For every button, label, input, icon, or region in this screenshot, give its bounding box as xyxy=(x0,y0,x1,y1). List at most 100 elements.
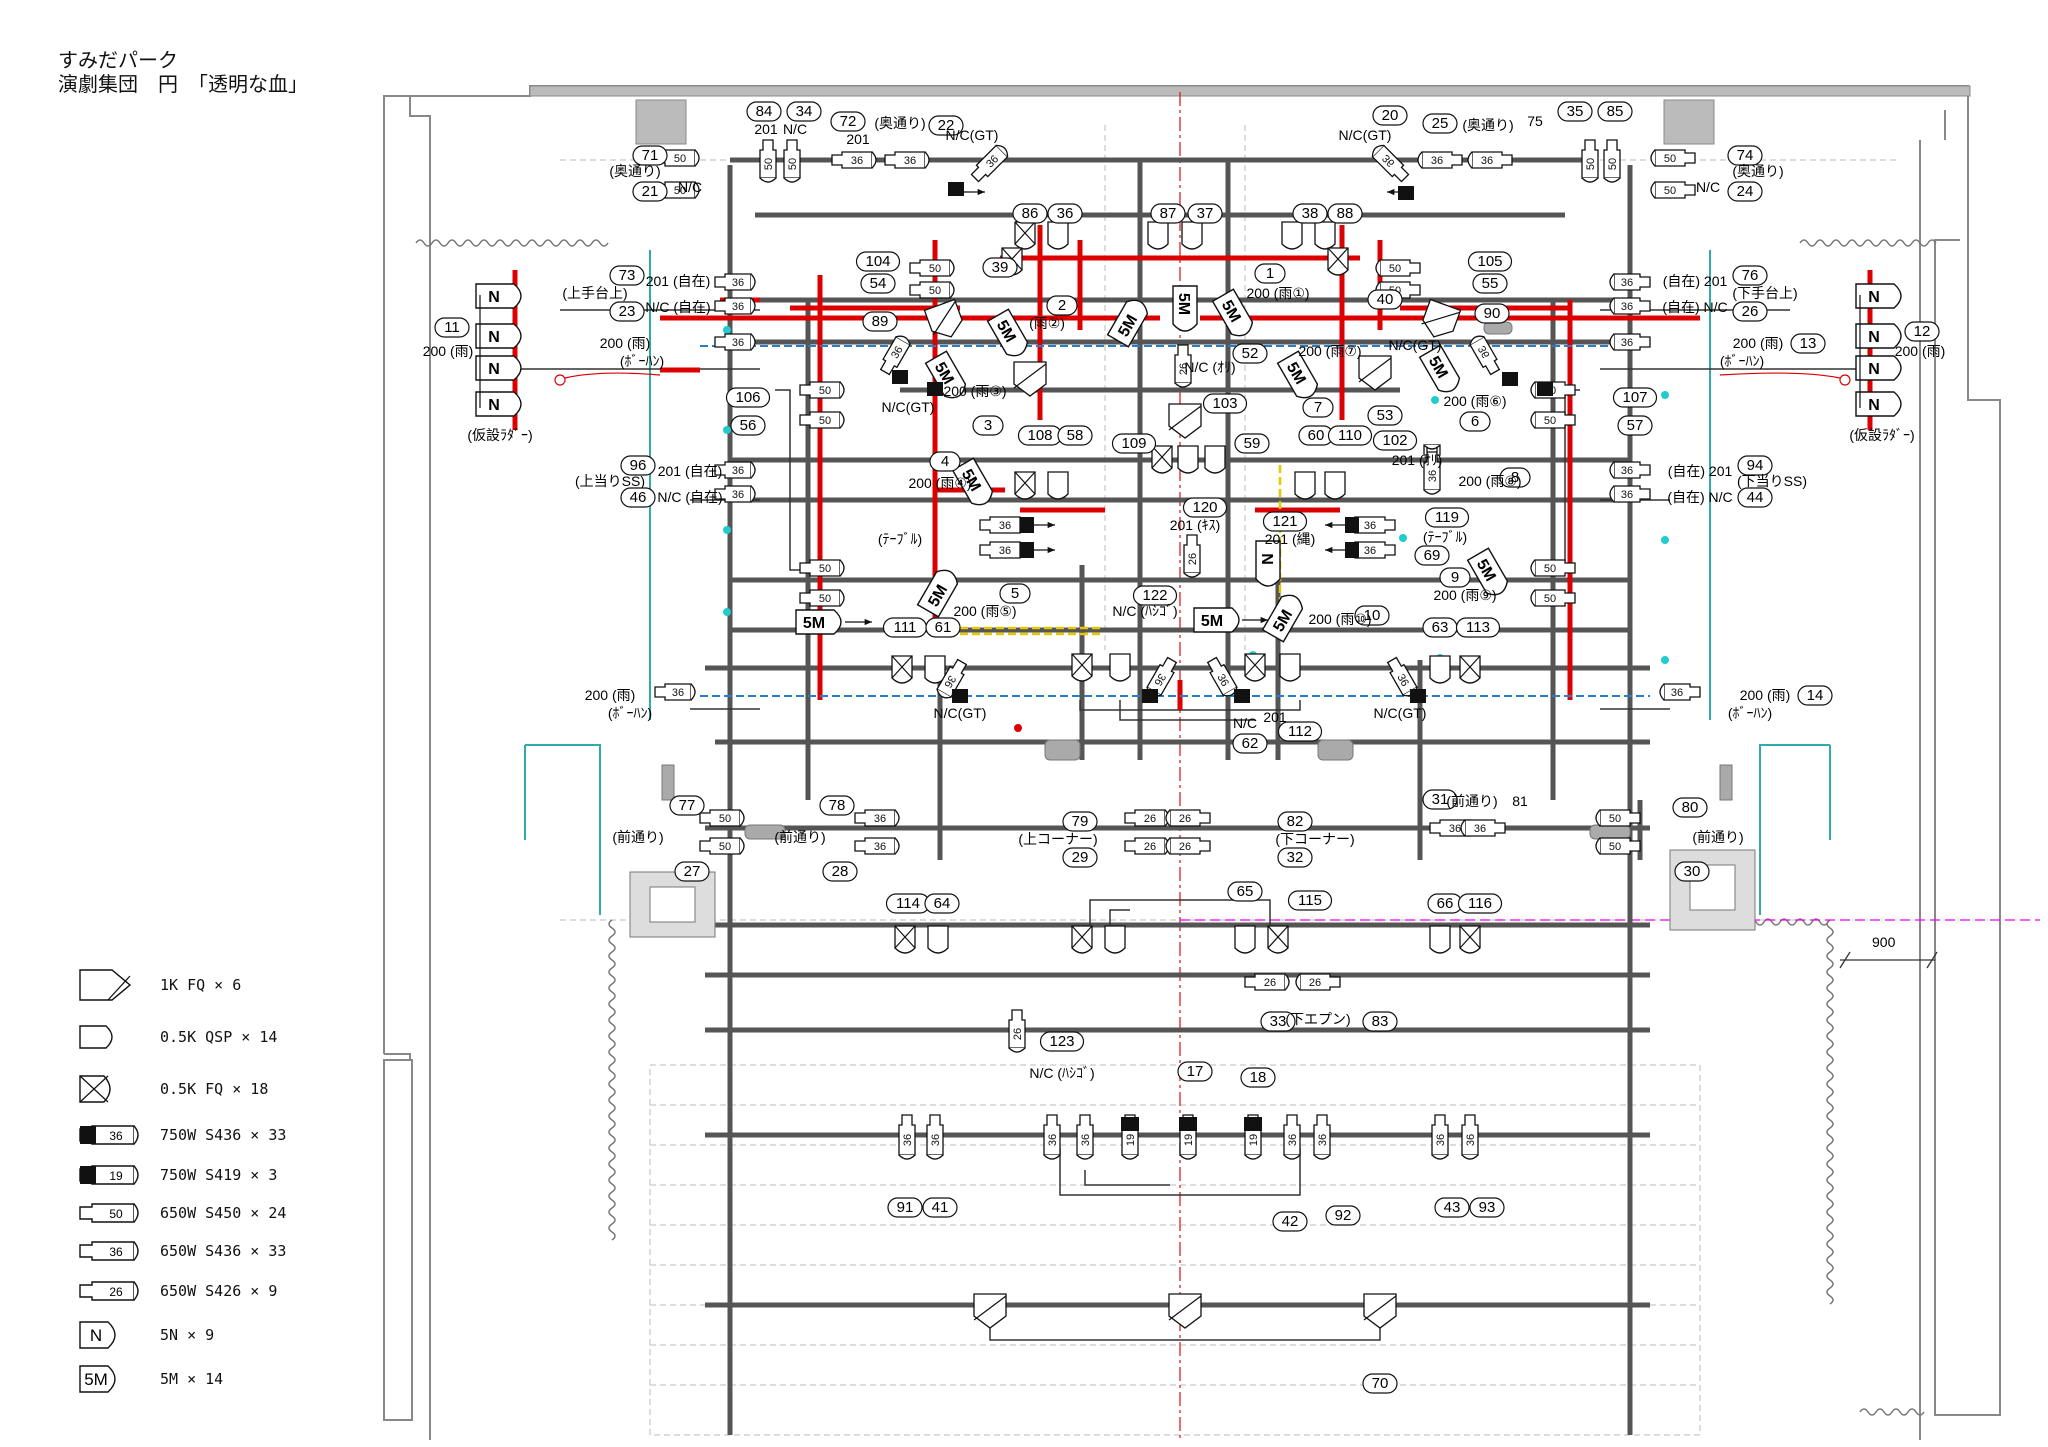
svg-text:50: 50 xyxy=(1607,158,1619,170)
circuit-label: (奥通り) xyxy=(1462,117,1513,133)
svg-text:36: 36 xyxy=(930,1134,942,1146)
channel-tag: 71 xyxy=(632,145,668,166)
channel-tag: 119 xyxy=(1424,507,1470,528)
black-lamp-icon xyxy=(1345,517,1359,533)
profile-spot-icon: 36 xyxy=(879,335,911,376)
profile-spot-icon: 36 xyxy=(970,144,1009,183)
channel-tag: 120 xyxy=(1182,497,1228,518)
svg-text:20: 20 xyxy=(1382,107,1399,124)
profile-spot-icon: 36 xyxy=(831,151,877,169)
svg-text:85: 85 xyxy=(1607,103,1624,120)
ladder-arrows xyxy=(554,372,1851,386)
channel-tag: 83 xyxy=(1362,1011,1398,1032)
svg-text:36: 36 xyxy=(874,813,886,825)
svg-text:92: 92 xyxy=(1335,1207,1352,1224)
svg-text:35: 35 xyxy=(1567,103,1584,120)
profile-spot-icon: 36 xyxy=(1609,273,1651,291)
svg-text:26: 26 xyxy=(1144,841,1156,853)
qsp-icon xyxy=(1279,653,1301,682)
channel-tag: 112 xyxy=(1277,721,1323,742)
gt-lamp-icon xyxy=(1234,689,1250,703)
circuit-label: 201 (自在) xyxy=(658,463,723,479)
svg-text:5M: 5M xyxy=(1175,293,1192,315)
circuit-label: (ﾃｰﾌﾞﾙ) xyxy=(878,531,922,547)
svg-text:36: 36 xyxy=(1057,205,1074,222)
profile-spot-icon: 50 xyxy=(909,281,955,299)
profile-spot-icon: 36 xyxy=(1076,1114,1094,1160)
profile-spot-icon: 36 xyxy=(1386,656,1418,697)
svg-text:75: 75 xyxy=(1527,113,1543,129)
circuit-label: N/C(GT) xyxy=(1339,127,1392,143)
svg-text:44: 44 xyxy=(1747,489,1764,506)
profile-spot-icon: 36 xyxy=(714,485,756,503)
svg-text:24: 24 xyxy=(1737,183,1754,200)
circuit-label: (上コーナー) xyxy=(1018,831,1097,847)
svg-text:(自在) N/C: (自在) N/C xyxy=(1662,299,1727,315)
channel-tag: 116 xyxy=(1457,893,1503,914)
profile-spot-icon: 50 xyxy=(799,381,845,399)
svg-text:60: 60 xyxy=(1308,427,1325,444)
svg-text:36: 36 xyxy=(999,545,1011,557)
svg-text:57: 57 xyxy=(1627,417,1644,434)
fq-x-icon xyxy=(1014,471,1036,500)
circuit-label: 200 (雨④) xyxy=(908,475,971,491)
svg-text:(前通り): (前通り) xyxy=(774,829,825,845)
svg-text:(上当りSS): (上当りSS) xyxy=(575,473,645,489)
channel-tag: 35 xyxy=(1557,101,1593,122)
qsp-icon xyxy=(1281,221,1303,250)
svg-text:88: 88 xyxy=(1337,205,1354,222)
qsp-icon xyxy=(1147,221,1169,250)
channel-tag: 23 xyxy=(609,301,645,322)
svg-text:108: 108 xyxy=(1027,427,1052,444)
svg-text:36: 36 xyxy=(1476,343,1493,360)
svg-text:4: 4 xyxy=(941,453,949,470)
channel-tag: 46 xyxy=(620,487,656,508)
svg-text:81: 81 xyxy=(1512,793,1528,809)
circuit-label: 200 (雨) xyxy=(585,687,636,703)
profile-spot-icon: 36 xyxy=(1313,1114,1331,1160)
svg-text:62: 62 xyxy=(1242,735,1259,752)
channel-tag: 103 xyxy=(1202,393,1248,414)
dimension-label: 900 xyxy=(1872,934,1896,950)
svg-text:73: 73 xyxy=(619,267,636,284)
svg-text:119: 119 xyxy=(1435,509,1459,526)
fq-x-icon xyxy=(1327,247,1349,276)
channel-tag: 80 xyxy=(1672,797,1708,818)
circuit-label: (ﾎﾞｰﾊﾝ) xyxy=(1720,353,1764,369)
svg-text:121: 121 xyxy=(1272,513,1297,530)
channel-tag: 94 xyxy=(1737,455,1773,476)
circuit-label: N/C (ﾊｼｺﾞ) xyxy=(1029,1065,1094,1081)
svg-text:79: 79 xyxy=(1072,813,1089,830)
circuit-label: N/C xyxy=(783,121,807,137)
channel-tag: 39 xyxy=(982,257,1018,278)
svg-text:200 (雨③): 200 (雨③) xyxy=(943,383,1006,399)
direction-arrow xyxy=(1034,521,1055,529)
svg-text:63: 63 xyxy=(1432,619,1449,636)
svg-text:55: 55 xyxy=(1482,275,1499,292)
svg-text:N: N xyxy=(488,329,500,346)
fq-x-icon xyxy=(1014,221,1036,250)
circuit-label: N/C(GT) xyxy=(882,399,935,415)
svg-text:36: 36 xyxy=(1214,672,1231,689)
svg-text:200 (雨⑩): 200 (雨⑩) xyxy=(1308,611,1371,627)
profile-spot-icon: 36 xyxy=(714,333,756,351)
channel-tag: 91 xyxy=(887,1197,923,1218)
svg-text:N/C (ﾊｼｺﾞ): N/C (ﾊｼｺﾞ) xyxy=(1112,603,1177,619)
svg-text:N/C (ｵﾘ): N/C (ｵﾘ) xyxy=(1184,359,1235,375)
circuit-label: N/C (自在) xyxy=(645,299,710,315)
channel-tag: 59 xyxy=(1234,433,1270,454)
svg-text:200 (雨): 200 (雨) xyxy=(1733,335,1784,351)
1k-fq-icon xyxy=(973,1293,1007,1329)
svg-text:23: 23 xyxy=(619,303,636,320)
5n-icon: N xyxy=(1855,391,1902,417)
legend-text: 1K FQ × 6 xyxy=(160,976,242,994)
svg-text:112: 112 xyxy=(1288,723,1312,740)
profile-spot-icon: 36 xyxy=(1461,1114,1479,1160)
black-lamp-icon xyxy=(1345,542,1359,558)
legend-text: 0.5K FQ × 18 xyxy=(160,1080,269,1098)
svg-text:30: 30 xyxy=(1684,863,1701,880)
qsp-icon xyxy=(1047,471,1069,500)
channel-tag: 122 xyxy=(1132,585,1178,606)
